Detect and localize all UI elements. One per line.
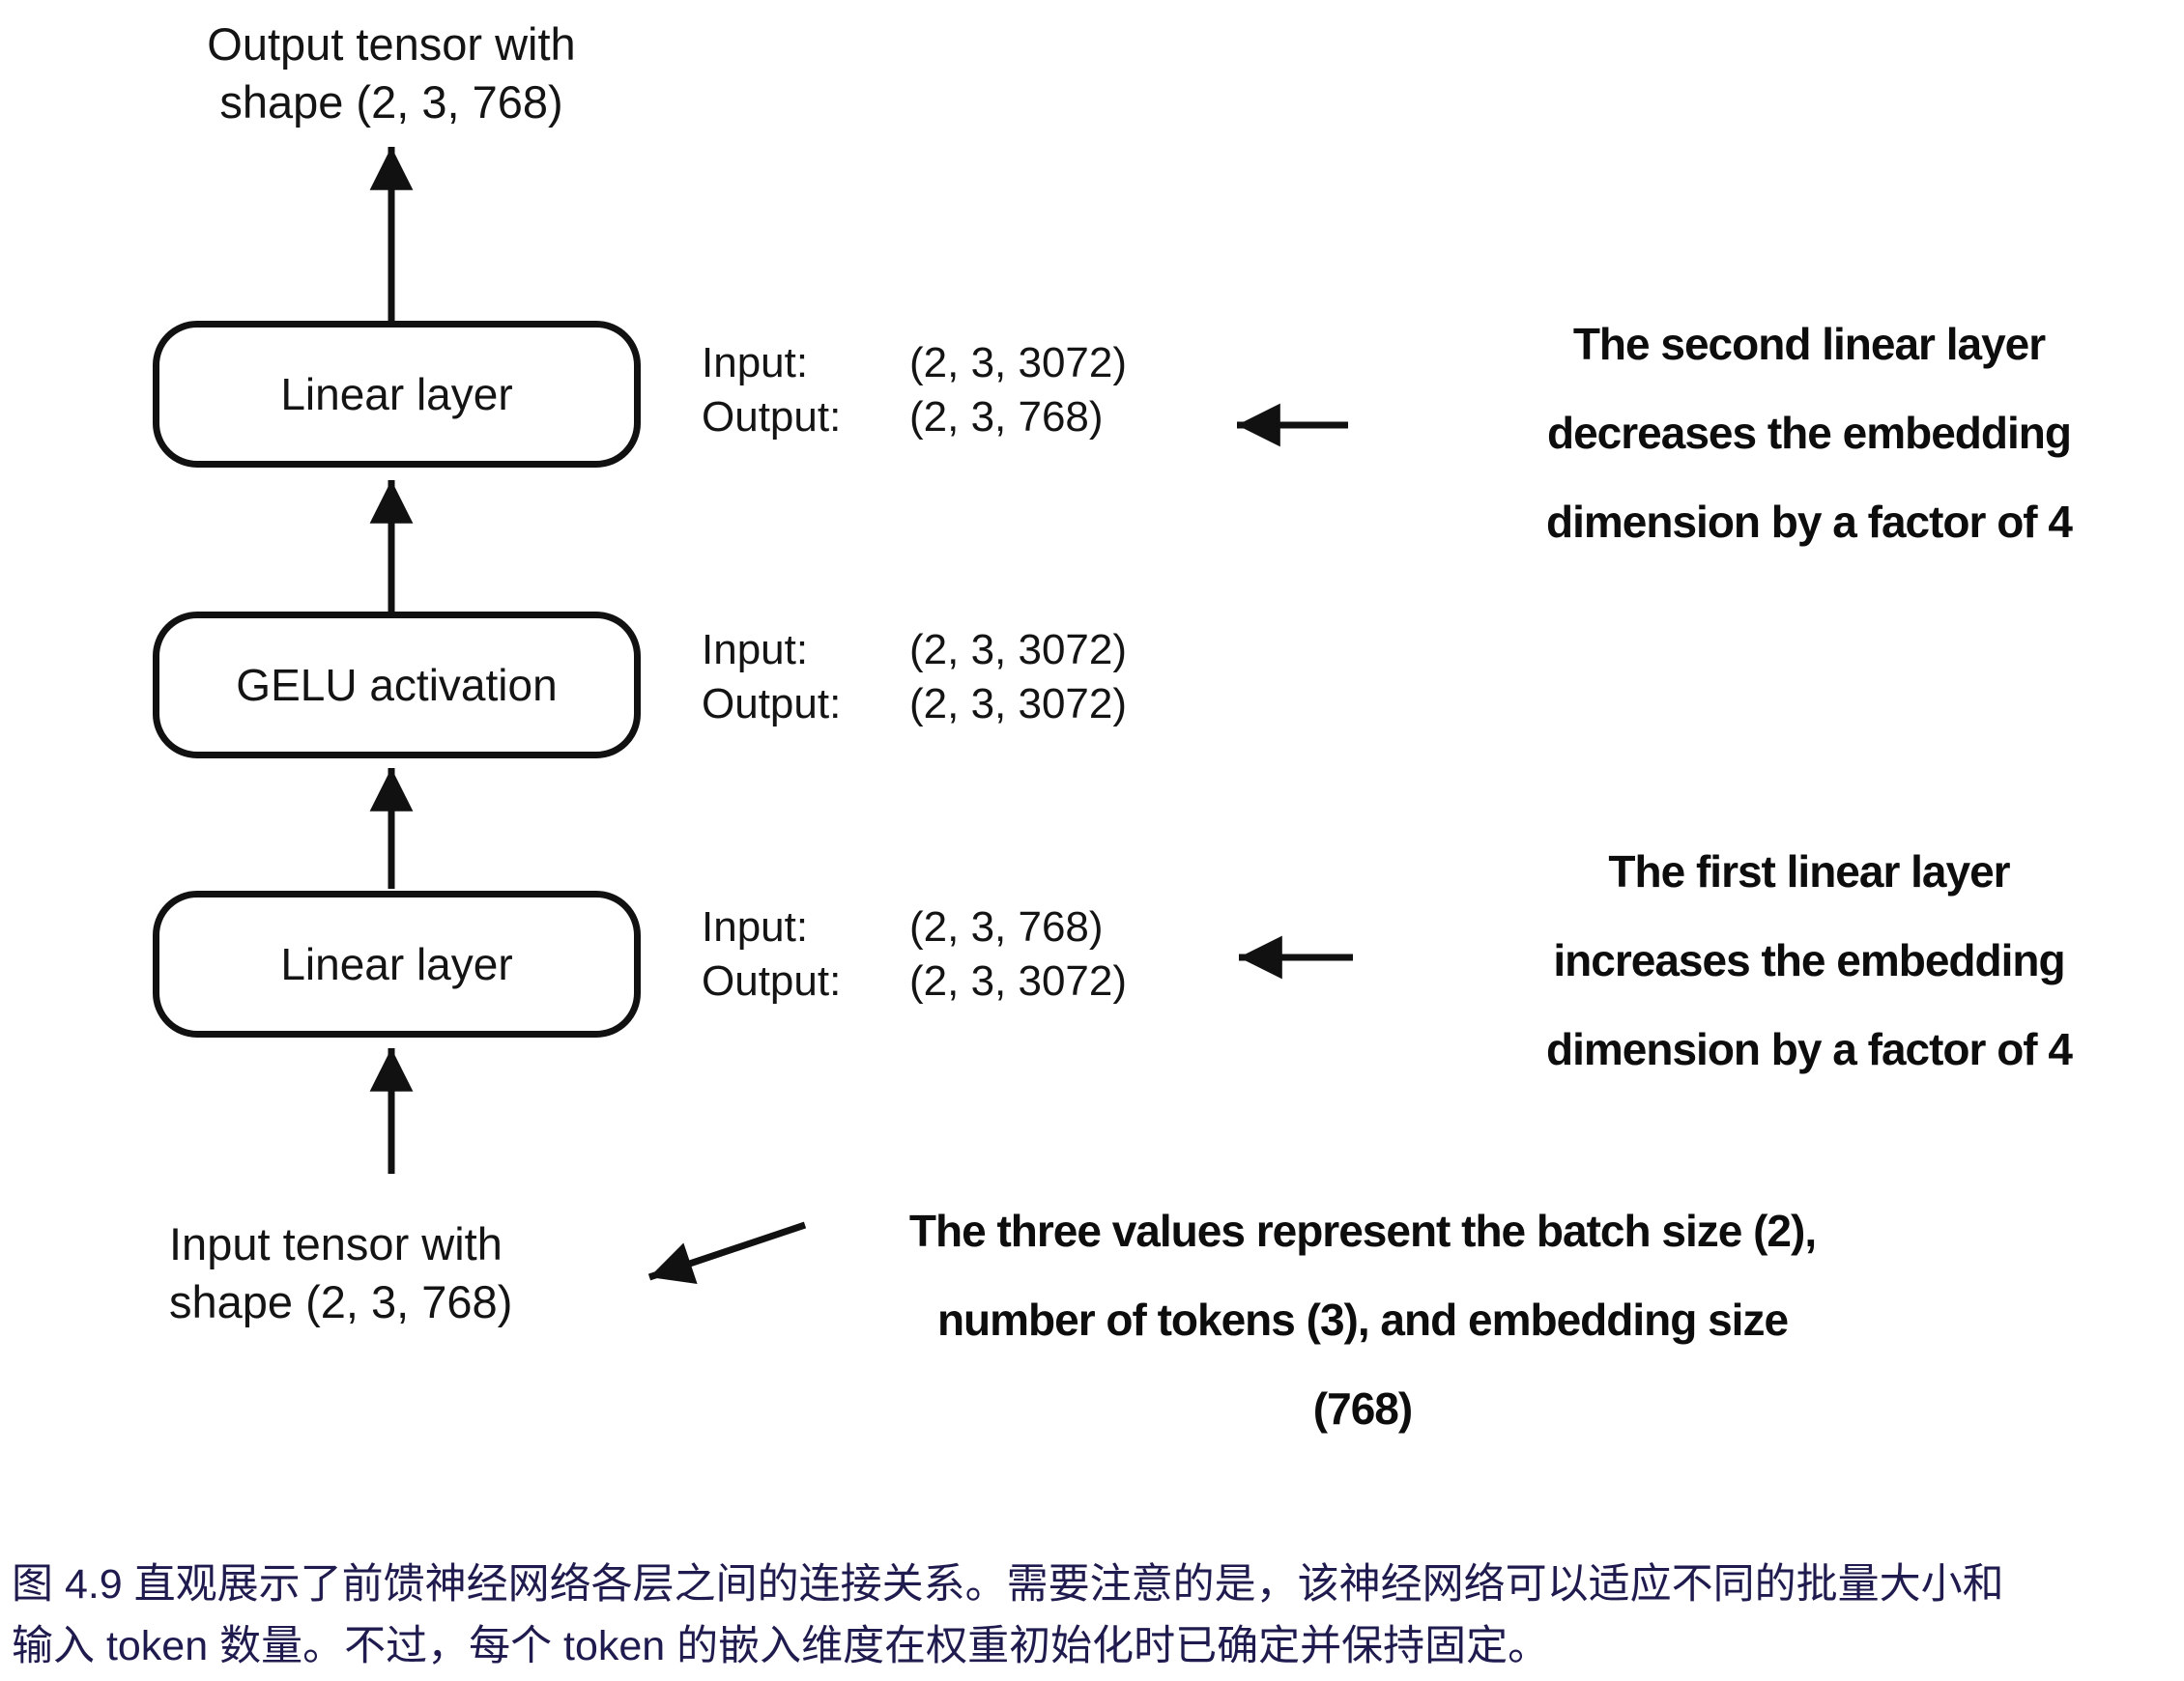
gelu-io: Input: (2, 3, 3072) Output: (2, 3, 3072) [702, 623, 1127, 731]
output-tensor-label: Output tensor with shape (2, 3, 768) [140, 15, 643, 131]
io-output-row: Output: (2, 3, 768) [702, 390, 1127, 444]
annotation-second-linear: The second linear layer decreases the em… [1442, 299, 2176, 566]
output-label: Output: [702, 680, 842, 727]
linear-layer-1-box: Linear layer [153, 891, 641, 1038]
output-tensor-line1: Output tensor with [207, 18, 576, 70]
diagonal-arrow-input-tensor [647, 1221, 807, 1284]
io-input-row: Input: (2, 3, 768) [702, 900, 1127, 954]
annotation-line: The second linear layer [1572, 319, 2046, 369]
annotation-line: dimension by a factor of 4 [1546, 1024, 2073, 1074]
io-output-row: Output: (2, 3, 3072) [702, 954, 1127, 1009]
output-label: Output: [702, 957, 842, 1005]
annotation-line: number of tokens (3), and embedding size [936, 1295, 1789, 1345]
input-tensor-line1: Input tensor with [169, 1218, 503, 1269]
input-tensor-label: Input tensor with shape (2, 3, 768) [169, 1215, 614, 1331]
input-label: Input: [702, 903, 809, 951]
linear-layer-2-label: Linear layer [280, 369, 513, 419]
io-input-row: Input: (2, 3, 3072) [702, 336, 1127, 390]
output-label: Output: [702, 393, 842, 441]
input-shape-value: (2, 3, 3072) [909, 339, 1128, 386]
gelu-activation-box: GELU activation [153, 612, 641, 758]
input-shape-value: (2, 3, 768) [909, 903, 1104, 951]
output-tensor-line2: shape (2, 3, 768) [219, 76, 563, 128]
annotation-first-linear: The first linear layer increases the emb… [1442, 827, 2176, 1094]
annotation-line: (768) [1312, 1383, 1413, 1434]
figure-caption: 图 4.9 直观展示了前馈神经网络各层之间的连接关系。需要注意的是，该神经网络可… [12, 1553, 2176, 1677]
annotation-line: The first linear layer [1608, 846, 2010, 897]
annotation-line: dimension by a factor of 4 [1546, 497, 2073, 547]
input-shape-value: (2, 3, 3072) [909, 626, 1128, 673]
io-input-row: Input: (2, 3, 3072) [702, 623, 1127, 677]
annotation-line: decreases the embedding [1547, 408, 2072, 458]
linear-layer-2-box: Linear layer [153, 321, 641, 468]
output-shape-value: (2, 3, 3072) [909, 680, 1128, 727]
output-shape-value: (2, 3, 3072) [909, 957, 1128, 1005]
io-output-row: Output: (2, 3, 3072) [702, 677, 1127, 731]
linear-layer-1-io: Input: (2, 3, 768) Output: (2, 3, 3072) [702, 900, 1127, 1009]
annotation-line: increases the embedding [1553, 935, 2065, 985]
input-tensor-line2: shape (2, 3, 768) [169, 1276, 513, 1327]
input-label: Input: [702, 339, 809, 386]
input-label: Input: [702, 626, 809, 673]
annotation-tensor-shape: The three values represent the batch siz… [802, 1186, 1923, 1453]
linear-layer-1-label: Linear layer [280, 939, 513, 989]
caption-line1: 图 4.9 直观展示了前馈神经网络各层之间的连接关系。需要注意的是，该神经网络可… [12, 1561, 2004, 1608]
caption-line2: 输入 token 数量。不过，每个 token 的嵌入维度在权重初始化时已确定并… [12, 1623, 1550, 1669]
linear-layer-2-io: Input: (2, 3, 3072) Output: (2, 3, 768) [702, 336, 1127, 444]
output-shape-value: (2, 3, 768) [909, 393, 1104, 441]
gelu-activation-label: GELU activation [236, 660, 558, 710]
annotation-line: The three values represent the batch siz… [908, 1206, 1817, 1256]
